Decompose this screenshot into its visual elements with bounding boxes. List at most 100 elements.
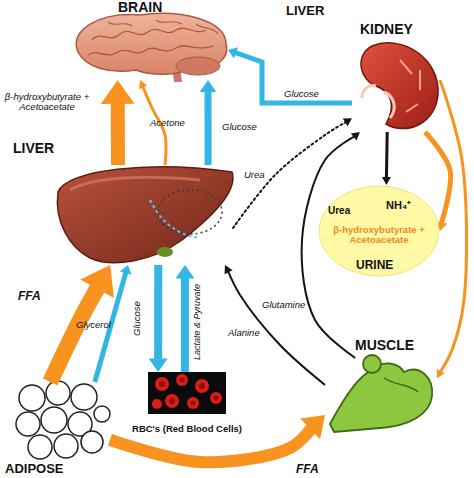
flow-arrow — [149, 265, 168, 372]
arrow-head — [382, 177, 391, 185]
flow-arrow — [225, 265, 325, 385]
red-cell-center — [214, 396, 219, 401]
flow-line — [440, 80, 467, 372]
brain-cortex — [76, 13, 226, 74]
flow-arrow — [437, 80, 467, 378]
flow-label: Alanine — [228, 328, 260, 338]
urine-ellipse — [319, 186, 439, 276]
red-cell-center — [159, 381, 165, 387]
flow-label: Acetone — [150, 118, 185, 128]
red-cell-center — [191, 401, 196, 406]
arrow-head — [300, 415, 325, 439]
node-label: MUSCLE — [355, 338, 414, 353]
fat-cell — [28, 435, 52, 459]
adipose-tissue: ADIPOSE — [15, 382, 110, 460]
arm-shape — [330, 363, 432, 432]
flow-line — [205, 90, 212, 165]
flow-label: Glucose — [132, 301, 142, 336]
muscle-illustration — [330, 355, 432, 432]
node-label: KIDNEY — [360, 22, 413, 37]
arrow-head — [120, 265, 132, 275]
flow-arrow — [200, 80, 217, 165]
liver-lobe — [57, 167, 233, 263]
node-label: RBC's (Red Blood Cells) — [117, 424, 257, 434]
liver-illustration — [57, 167, 233, 263]
urine-circle: Urea NH₄⁺ β-hydroxybutyrate + Acetoacetate… — [318, 185, 440, 277]
arrow-head — [175, 265, 194, 279]
node-label: BRAIN — [118, 0, 162, 15]
arrow-head — [343, 118, 352, 126]
flow-label: Glutamine — [262, 300, 305, 310]
arrow-head — [139, 80, 147, 89]
rbc-illustration — [148, 372, 226, 414]
flow-arrow — [101, 80, 135, 165]
organ-muscle: MUSCLE — [325, 358, 437, 430]
flow-line — [234, 52, 352, 103]
flow-arrow — [382, 132, 391, 185]
red-cell — [195, 379, 209, 393]
arrow-head — [351, 132, 360, 141]
red-cell-center — [180, 378, 185, 383]
fat-cell — [46, 381, 70, 405]
arrow-head — [200, 80, 217, 92]
organ-brain: BRAIN — [68, 14, 228, 80]
arrow-head — [101, 80, 135, 104]
node-label: LIVER — [13, 141, 54, 156]
kidney-cortex-lines — [400, 60, 420, 112]
red-cell-center — [199, 383, 205, 389]
red-cell-center — [169, 398, 175, 404]
arrow-head — [437, 369, 445, 378]
brain-illustration — [76, 13, 226, 82]
red-cell — [176, 374, 188, 386]
fist — [363, 355, 381, 373]
flow-line — [50, 284, 100, 382]
flow-label: Urea — [244, 170, 265, 180]
flow-label: Glycerol — [76, 320, 111, 330]
kidney-pelvis — [362, 86, 394, 118]
node-label: ADIPOSE — [5, 462, 64, 476]
organ-label: LIVER — [286, 4, 324, 18]
fat-cell — [19, 385, 45, 411]
flow-label: Lactate & Pyruvate — [193, 284, 203, 360]
organ-kidney: KIDNEY — [352, 40, 440, 132]
organ-liver: LIVER — [55, 165, 233, 265]
flow-arrow — [175, 265, 194, 372]
flow-line — [385, 132, 389, 179]
fat-cell — [16, 412, 40, 436]
flow-arrow — [50, 265, 114, 382]
brain-fold — [88, 46, 214, 55]
fat-cell — [41, 407, 67, 433]
flow-label: Glucose — [222, 122, 257, 132]
flow-label: FFA — [18, 290, 41, 303]
red-cell — [155, 377, 169, 391]
flow-label: FFA — [296, 463, 319, 476]
brain-fold — [108, 20, 218, 34]
arrow-head — [225, 265, 233, 274]
rbc-box: RBC's (Red Blood Cells) — [148, 372, 226, 414]
biceps-line — [384, 378, 418, 392]
node-label: NH₄⁺ — [386, 199, 411, 211]
red-cell — [165, 394, 179, 408]
cerebellum — [176, 57, 220, 75]
node-label: Urea — [328, 205, 350, 216]
fat-cell — [71, 384, 97, 410]
flow-arrow — [110, 415, 325, 462]
liver-highlight — [70, 177, 200, 190]
kidney-body — [361, 43, 438, 129]
fat-cell — [54, 434, 78, 458]
node-label: β-hydroxybutyrate + Acetoacetate — [326, 225, 432, 246]
flow-line — [228, 271, 325, 385]
urea-cycle-region — [158, 190, 222, 234]
flow-arrow — [228, 47, 352, 103]
gallbladder — [157, 247, 173, 257]
rbc-box — [148, 372, 226, 414]
flow-arrow — [233, 118, 352, 228]
flow-line — [154, 265, 162, 361]
arrow-head — [80, 265, 114, 298]
liver-flow-dots — [150, 200, 200, 238]
red-cell — [152, 399, 162, 409]
flow-line — [181, 276, 189, 372]
